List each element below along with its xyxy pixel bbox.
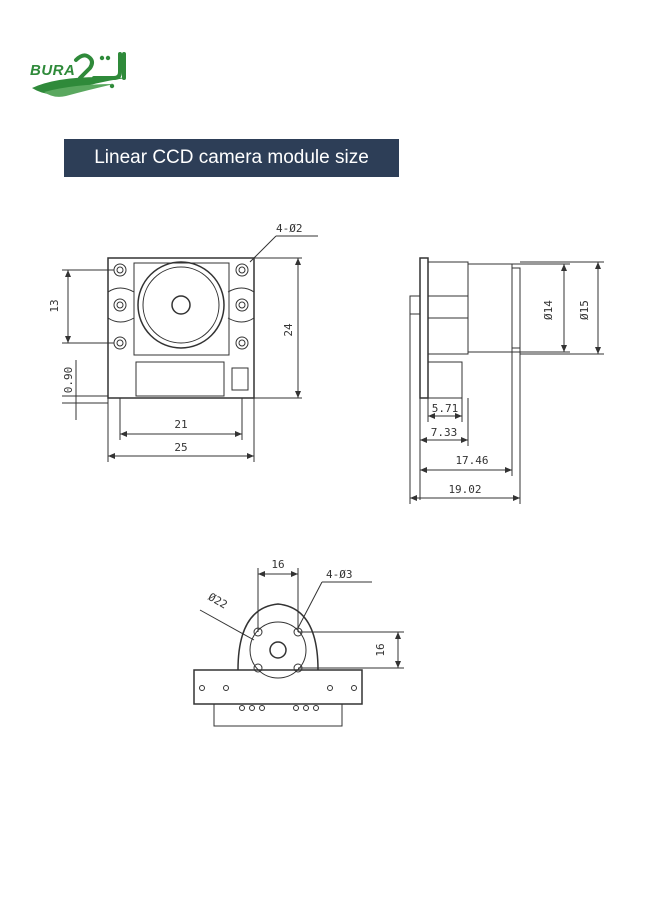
- side-dim-1902: 19.02: [448, 483, 481, 496]
- front-dim-25: 25: [174, 441, 187, 454]
- side-view: [409, 257, 604, 504]
- bottom-view: [193, 568, 404, 727]
- side-dim-571: 5.71: [432, 402, 459, 415]
- brand-logo: BURA: [28, 48, 134, 104]
- bottom-dim-d22: Ø22: [206, 590, 230, 611]
- front-hole-label: 4-Ø2: [276, 222, 303, 235]
- side-dim-d14: Ø14: [542, 300, 555, 320]
- side-dim-d15: Ø15: [578, 300, 591, 320]
- brand-logo-graphic: [32, 52, 126, 97]
- bottom-dim-16-top: 16: [271, 558, 284, 571]
- bottom-hole-label: 4-Ø3: [326, 568, 353, 581]
- side-dim-1746: 17.46: [455, 454, 488, 467]
- side-dim-733: 7.33: [431, 426, 458, 439]
- page-title: Linear CCD camera module size: [64, 139, 399, 177]
- brand-logo-latin: BURA: [30, 62, 76, 79]
- front-dim-24: 24: [282, 323, 295, 337]
- front-dim-21: 21: [174, 418, 187, 431]
- front-dim-090: 0.90: [62, 367, 75, 394]
- front-dim-13: 13: [48, 299, 61, 312]
- bottom-dim-16-right: 16: [374, 643, 387, 656]
- front-view: [62, 235, 318, 462]
